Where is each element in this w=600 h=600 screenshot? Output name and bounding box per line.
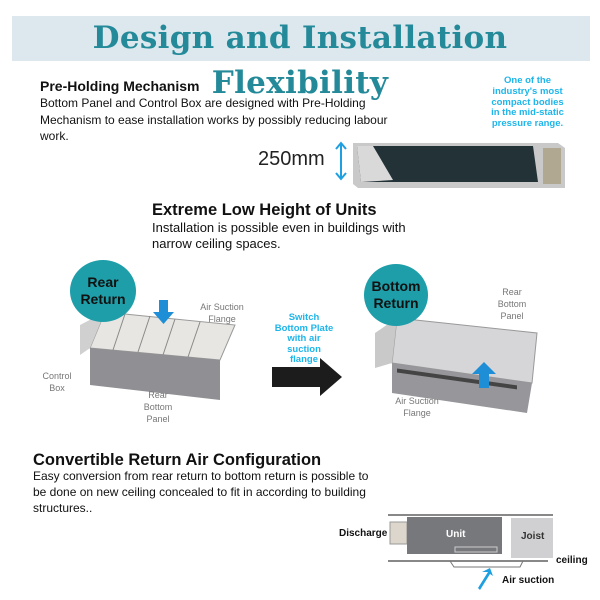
air-suction-label: Air suction [502, 575, 555, 586]
text-line: Bottom Plate [274, 322, 334, 334]
ceiling-label: ceiling [556, 555, 588, 566]
badge-label: Bottom Return [371, 278, 421, 311]
rear-return-unit-image [80, 300, 236, 400]
pre-holding-heading: Pre-Holding Mechanism [40, 78, 200, 94]
text-line: with air [287, 333, 321, 344]
slim-unit-image [335, 141, 565, 188]
badge-label: Rear Return [80, 274, 126, 307]
ceiling-diagram [388, 514, 553, 590]
text-line: Installation is possible even in buildin… [152, 220, 406, 235]
down-arrow-icon [153, 300, 174, 324]
control-box-label: Control Box [42, 371, 72, 393]
convertible-text: Easy conversion from rear return to bott… [33, 468, 368, 516]
height-arrow-icon [335, 141, 347, 181]
low-height-text: Installation is possible even in buildin… [152, 220, 406, 252]
pre-holding-text: Bottom Panel and Control Box are designe… [40, 95, 388, 145]
text-line: compact bodies [491, 96, 564, 108]
bottom-return-unit-image [375, 317, 538, 413]
right-arrow-icon [272, 358, 342, 396]
text-line: industry's most [492, 85, 563, 97]
text-line: be done on new ceiling concealed to fit … [33, 485, 366, 499]
text-line: flange [290, 354, 318, 365]
text-line: Bottom Panel and Control Box are designe… [40, 96, 366, 110]
height-label: 250mm [258, 148, 325, 170]
title-banner [12, 16, 590, 61]
text-line: pressure range. [491, 118, 564, 130]
low-height-heading: Extreme Low Height of Units [152, 201, 377, 219]
rear-bottom-panel-label: Rear Bottom Panel [497, 287, 527, 321]
text-line: narrow ceiling spaces. [152, 236, 281, 251]
unit-label: Unit [446, 529, 466, 540]
joist-label: Joist [521, 531, 545, 542]
page-title: Design and Installation Flexibility [92, 20, 508, 101]
text-line: in the mid-static [491, 107, 564, 119]
up-arrow-icon [472, 362, 496, 388]
rear-return-badge: Rear Return [70, 260, 136, 322]
text-line: Switch [288, 312, 320, 323]
text-line: work. [40, 129, 69, 143]
convertible-heading: Convertible Return Air Configuration [33, 451, 322, 469]
text-line: Mechanism to ease installation works by … [40, 112, 388, 127]
compact-callout: One of the industry's most compact bodie… [485, 75, 570, 130]
text-line: One of the [504, 75, 551, 86]
text-line: structures.. [33, 501, 93, 515]
text-line: suction [287, 343, 321, 355]
discharge-label: Discharge [339, 528, 388, 539]
switch-note: Switch Bottom Plate with air suction fla… [270, 312, 338, 366]
air-suction-flange-label: Air Suction Flange [395, 396, 439, 418]
rear-bottom-panel-label: Rear Bottom Panel [143, 390, 173, 424]
text-line: Easy conversion from rear return to bott… [33, 469, 369, 483]
bottom-return-badge: Bottom Return [364, 264, 428, 326]
air-suction-flange-label: Air Suction Flange [200, 302, 244, 324]
